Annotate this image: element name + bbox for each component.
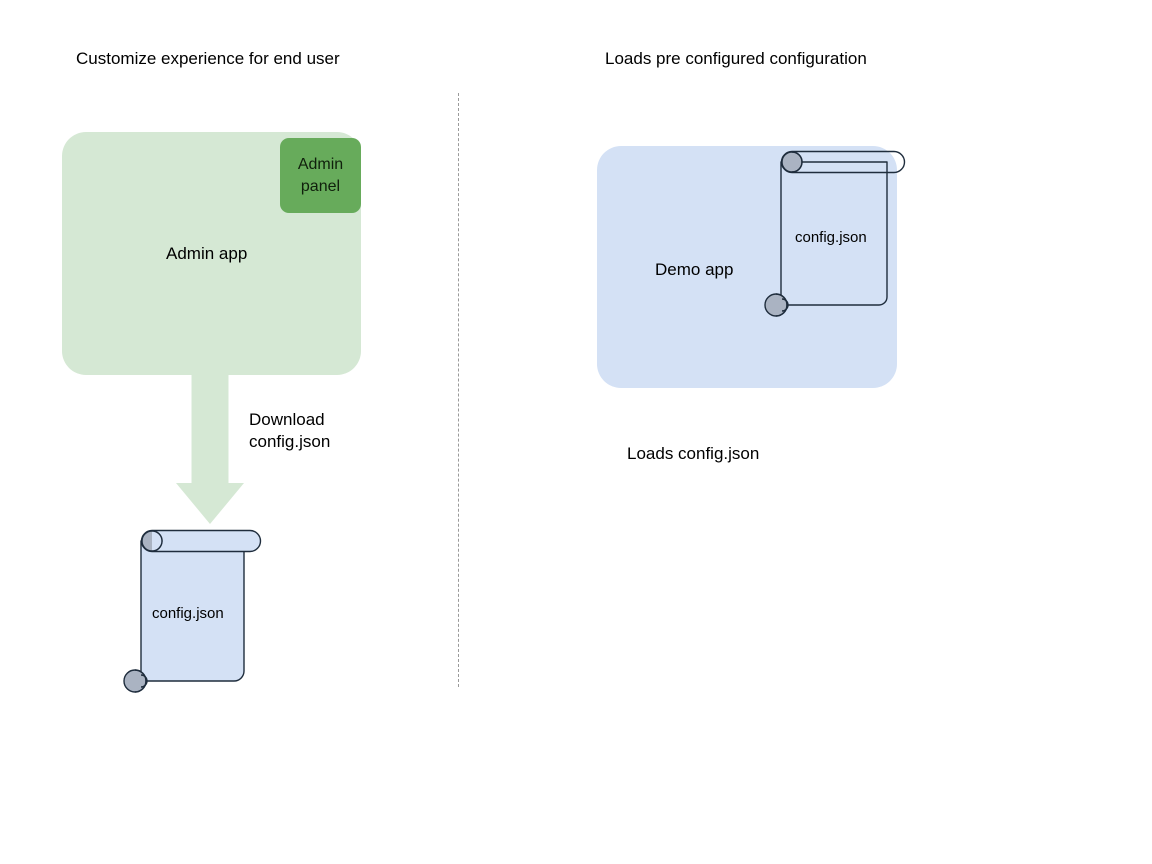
right-column-title: Loads pre configured configuration: [605, 49, 867, 68]
config-json-document-loaded[interactable]: [764, 150, 915, 317]
download-arrow-label-line2: config.json: [249, 432, 331, 451]
download-arrow-label: Download config.json: [249, 409, 330, 453]
config-json-loaded-label: config.json: [795, 229, 867, 246]
admin-panel-label-line1: Admin: [297, 155, 344, 173]
admin-panel-label-line2: panel: [300, 177, 341, 195]
demo-app-box: [597, 146, 897, 388]
left-column-title: Customize experience for end user: [76, 49, 340, 68]
column-divider: [458, 93, 459, 687]
admin-app-label: Admin app: [166, 244, 248, 263]
admin-panel-label-group: Admin panel: [298, 154, 343, 198]
admin-panel-chip[interactable]: Admin panel: [280, 138, 361, 213]
demo-app-label: Demo app: [655, 260, 734, 279]
config-json-downloaded-label: config.json: [152, 605, 224, 622]
loads-config-caption: Loads config.json: [627, 444, 760, 463]
download-arrow-label-line1: Download: [249, 410, 325, 429]
config-json-document-downloaded[interactable]: [119, 529, 269, 693]
download-arrow-icon: [176, 372, 244, 524]
